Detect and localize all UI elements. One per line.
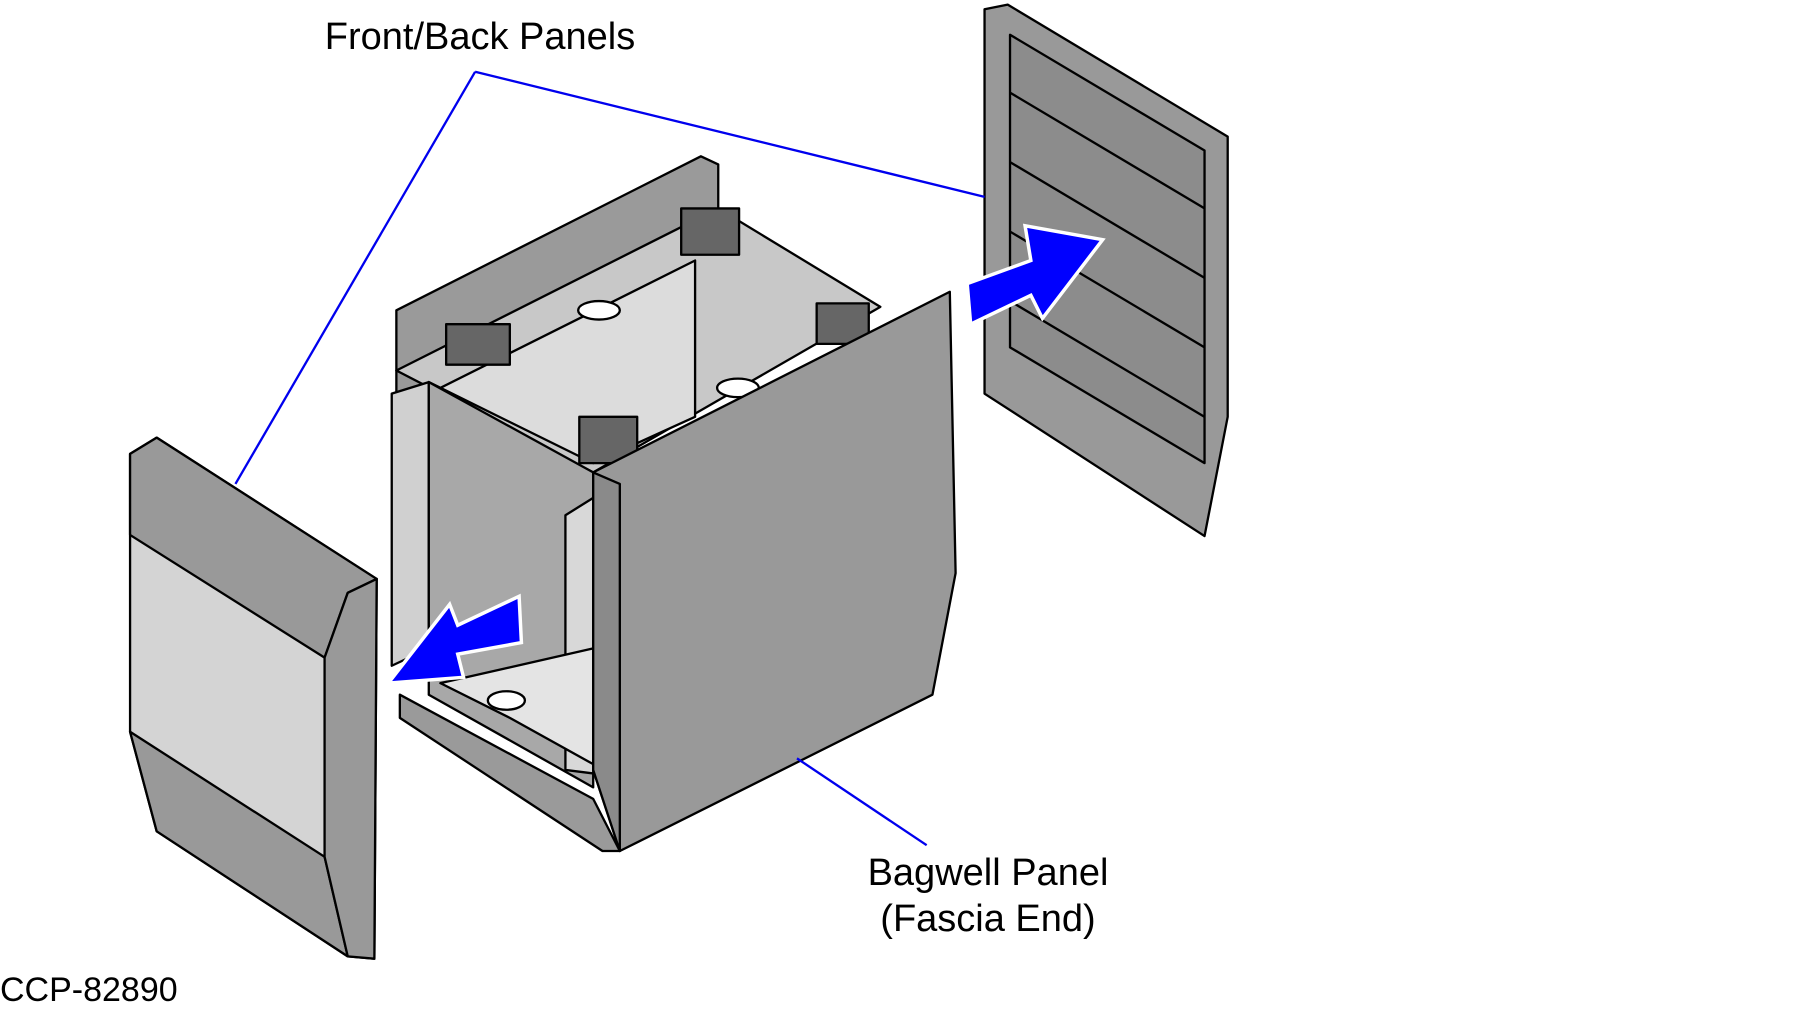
front-panel-left xyxy=(128,436,378,960)
leader-line-back xyxy=(474,70,985,198)
leader-line-front xyxy=(234,71,477,485)
cabinet-body xyxy=(390,155,882,853)
arrow-left-icon xyxy=(384,593,524,686)
arrow-right-icon xyxy=(965,223,1106,327)
front-back-panels-label: Front/Back Panels xyxy=(324,16,636,58)
bagwell-label-line2: (Fascia End) xyxy=(880,898,1096,940)
bagwell-panel-label: Bagwell Panel (Fascia End) xyxy=(788,850,1188,942)
figure-id: CCP-82890 xyxy=(0,971,178,1009)
leader-line-bagwell xyxy=(796,757,928,847)
bagwell-label-line1: Bagwell Panel xyxy=(867,852,1109,894)
back-panel-right xyxy=(983,3,1229,538)
